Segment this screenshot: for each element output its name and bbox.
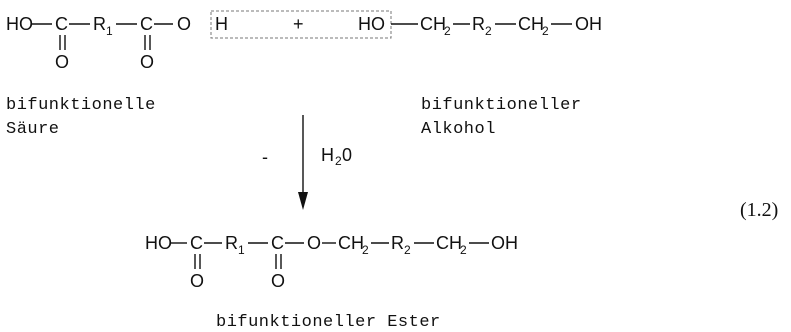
alcohol-r2-sub: 2 (485, 24, 492, 38)
water-minus: - (262, 147, 268, 167)
ester-molecule: HO C R 1 C O CH 2 R 2 CH 2 OH O O (145, 233, 518, 291)
alcohol-label-line1: bifunktioneller (421, 96, 582, 115)
ester-label: bifunktioneller Ester (216, 313, 441, 332)
acid-molecule: HO C R 1 C O H O O (6, 14, 228, 72)
reaction-arrow-head (298, 192, 308, 210)
alcohol-label-line2: Alkohol (421, 120, 496, 139)
alcohol-oh: OH (575, 14, 602, 34)
acid-r1: R (93, 14, 106, 34)
acid-oh-h: H (215, 14, 228, 34)
alcohol-ho: HO (358, 14, 385, 34)
acid-o1: O (55, 52, 69, 72)
ester-c1: C (190, 233, 203, 253)
acid-label-line2: Säure (6, 120, 60, 139)
alcohol-ch2b-sub: 2 (542, 24, 549, 38)
acid-c1: C (55, 14, 68, 34)
ester-r1: R (225, 233, 238, 253)
acid-ho: HO (6, 14, 33, 34)
acid-oh-o: O (177, 14, 191, 34)
ester-o-link: O (307, 233, 321, 253)
alcohol-molecule: HO CH 2 R 2 CH 2 OH (358, 14, 602, 38)
ester-ch2b: CH (436, 233, 462, 253)
ester-ch2a: CH (338, 233, 364, 253)
ester-r2-sub: 2 (404, 243, 411, 257)
acid-label-line1: bifunktionelle (6, 96, 156, 115)
ester-ch2b-sub: 2 (460, 243, 467, 257)
acid-r1-sub: 1 (106, 24, 113, 38)
alcohol-ch2a-sub: 2 (444, 24, 451, 38)
ester-ch2a-sub: 2 (362, 243, 369, 257)
ester-o2: O (271, 271, 285, 291)
equation-number: (1.2) (740, 199, 778, 221)
alcohol-r2: R (472, 14, 485, 34)
acid-o2: O (140, 52, 154, 72)
water-split-box (210, 10, 392, 39)
ester-o1: O (190, 271, 204, 291)
acid-c2: C (140, 14, 153, 34)
plus-sign: + (293, 14, 304, 34)
water-sub: 2 (335, 154, 342, 168)
ester-oh: OH (491, 233, 518, 253)
ester-c2: C (271, 233, 284, 253)
water-o: 0 (342, 145, 352, 165)
ester-r2: R (391, 233, 404, 253)
ester-ho: HO (145, 233, 172, 253)
water-h: H (321, 145, 334, 165)
alcohol-ch2a: CH (420, 14, 446, 34)
alcohol-ch2b: CH (518, 14, 544, 34)
ester-r1-sub: 1 (238, 243, 245, 257)
